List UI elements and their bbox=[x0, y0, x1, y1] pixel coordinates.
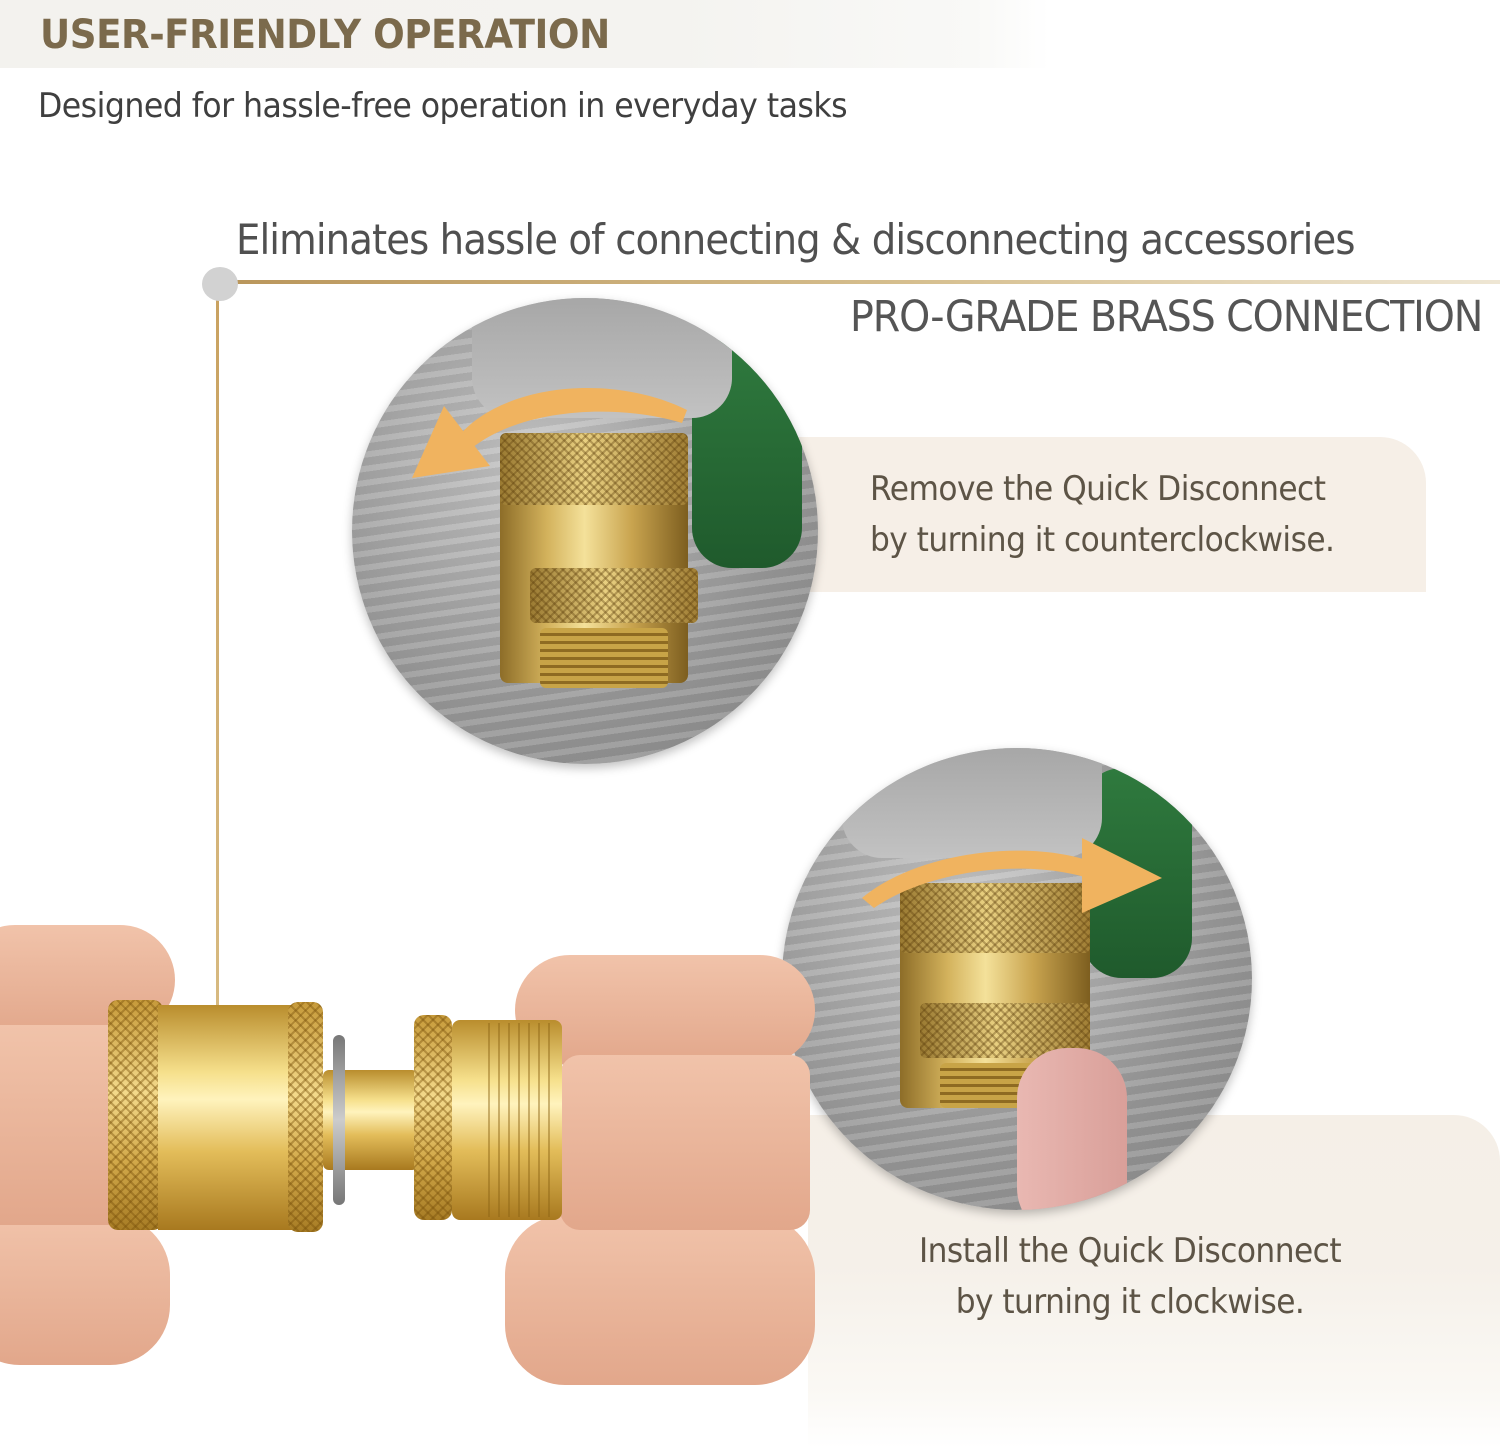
gold-divider bbox=[210, 280, 1500, 284]
product-hands-photo bbox=[0, 915, 815, 1385]
brass-knurled-ring bbox=[108, 1000, 163, 1230]
step-install-text: Install the Quick Disconnect by turning … bbox=[914, 1226, 1346, 1328]
counterclockwise-arrow-icon bbox=[412, 388, 687, 478]
right-thumb bbox=[505, 1215, 815, 1385]
page-title: USER-FRIENDLY OPERATION bbox=[40, 12, 610, 58]
remove-step-photo bbox=[352, 298, 818, 764]
clockwise-arrow-icon bbox=[862, 838, 1162, 913]
brass-knurled-nut bbox=[414, 1015, 452, 1220]
step-install-line1: Install the Quick Disconnect bbox=[918, 1231, 1342, 1271]
step-install-line2: by turning it clockwise. bbox=[955, 1282, 1305, 1322]
right-finger-top bbox=[515, 955, 815, 1065]
right-palm bbox=[560, 1055, 810, 1230]
brass-knurled-collar bbox=[288, 1002, 323, 1232]
thread-lines bbox=[480, 1023, 550, 1217]
step-remove-text: Remove the Quick Disconnect by turning i… bbox=[870, 464, 1335, 566]
brass-coupler-body bbox=[158, 1005, 293, 1230]
gold-pointer-line bbox=[216, 300, 219, 1108]
step-remove-line2: by turning it counterclockwise. bbox=[870, 520, 1335, 560]
header-banner: USER-FRIENDLY OPERATION bbox=[0, 0, 1500, 68]
finger bbox=[1017, 1048, 1127, 1210]
brass-threaded-end bbox=[452, 1020, 562, 1220]
left-thumb bbox=[0, 1215, 170, 1365]
section-title: PRO-GRADE BRASS CONNECTION bbox=[849, 292, 1483, 342]
feature-headline: Eliminates hassle of connecting & discon… bbox=[236, 215, 1355, 264]
brass-fitting bbox=[500, 433, 698, 688]
faucet-pipe bbox=[842, 748, 1102, 858]
install-step-photo bbox=[782, 748, 1252, 1210]
steel-ring bbox=[333, 1035, 345, 1205]
step-remove-line1: Remove the Quick Disconnect bbox=[870, 469, 1326, 509]
step-remove-callout: Remove the Quick Disconnect by turning i… bbox=[790, 437, 1426, 592]
page-subtitle: Designed for hassle-free operation in ev… bbox=[38, 86, 848, 126]
divider-dot-icon bbox=[202, 267, 238, 301]
